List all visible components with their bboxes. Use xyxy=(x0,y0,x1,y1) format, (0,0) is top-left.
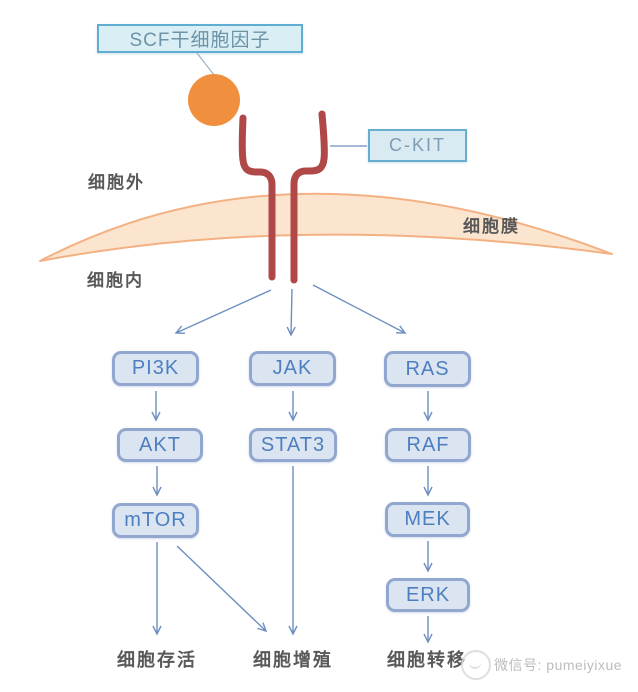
extracellular-label: 细胞外 xyxy=(88,173,145,192)
node-stat3: STAT3 xyxy=(249,428,337,462)
arrow-receptor-to-jak xyxy=(286,288,296,337)
node-akt: AKT xyxy=(117,428,203,462)
outcome-proliferation: 细胞增殖 xyxy=(253,650,333,670)
outcome-metastasis: 细胞转移 xyxy=(387,650,467,670)
node-mek: MEK xyxy=(385,502,470,537)
ckit-receptor-label: C-KIT xyxy=(368,129,467,162)
watermark-text: 微信号: pumeiyixue xyxy=(494,657,623,673)
node-erk: ERK xyxy=(386,578,470,612)
cell-membrane-band xyxy=(39,192,613,262)
node-ras: RAS xyxy=(384,351,471,387)
arrow-receptor-to-ras xyxy=(312,284,407,334)
scf-ligand-label: SCF干细胞因子 xyxy=(97,24,303,53)
arrow-receptor-to-pi3k xyxy=(174,289,272,335)
node-mtor: mTOR xyxy=(112,503,199,538)
intracellular-label: 细胞内 xyxy=(87,271,144,290)
ckit-receptor-left-chain-icon xyxy=(238,114,276,281)
wechat-stamp-icon xyxy=(461,650,491,680)
membrane-label: 细胞膜 xyxy=(463,217,520,236)
node-jak: JAK xyxy=(249,351,336,386)
arrow-mtor-to-proliferation xyxy=(176,545,268,633)
node-raf: RAF xyxy=(385,428,471,462)
ckit-receptor-right-chain-icon xyxy=(290,110,328,284)
scf-ligand-icon xyxy=(188,74,240,126)
outcome-survival: 细胞存活 xyxy=(117,650,197,670)
scf-leader-line xyxy=(196,52,215,76)
node-pi3k: PI3K xyxy=(112,351,199,386)
